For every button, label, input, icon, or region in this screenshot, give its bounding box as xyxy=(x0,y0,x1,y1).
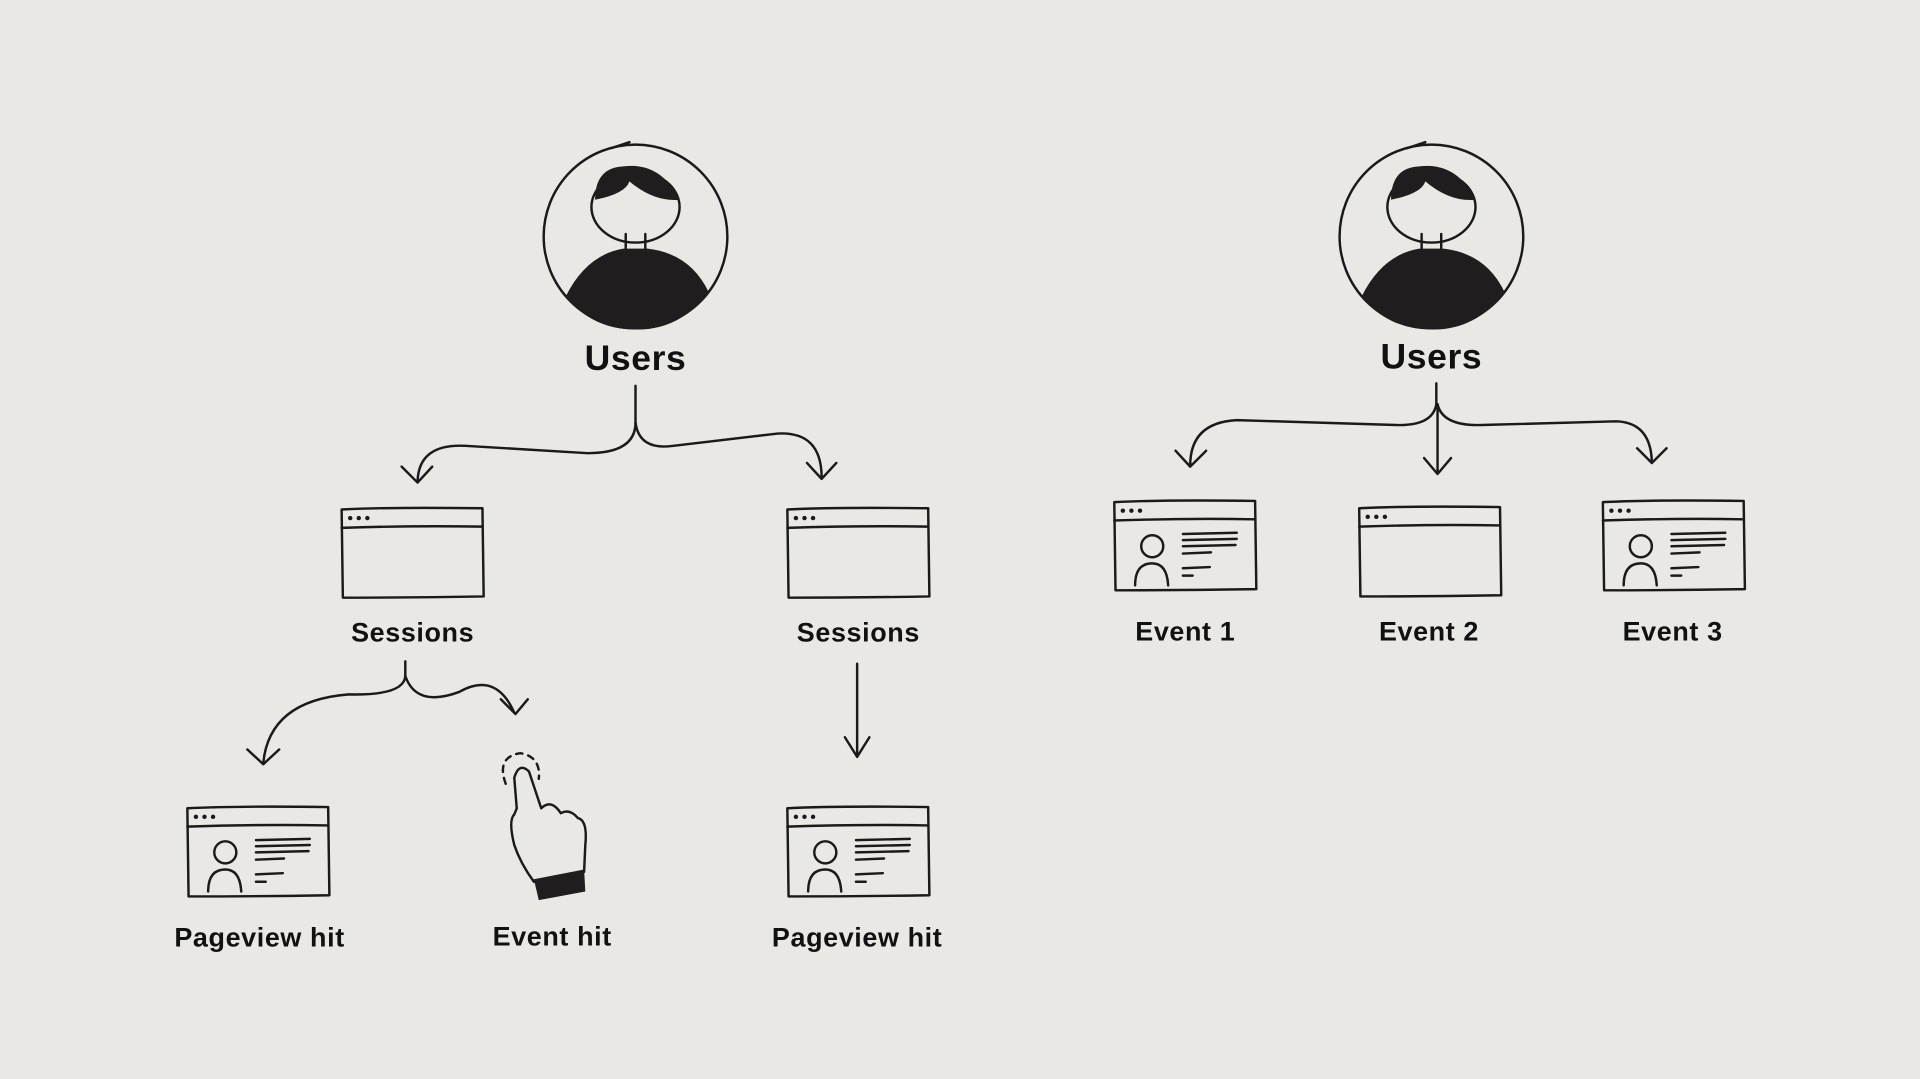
blank-window-icon xyxy=(1357,505,1503,598)
event-label: Event 2 xyxy=(1379,617,1479,647)
right-users-node: Users xyxy=(1338,140,1525,377)
left-users-node: Users xyxy=(542,140,729,378)
event-label: Event 1 xyxy=(1135,617,1235,647)
session-2-branch xyxy=(843,662,871,759)
pointing-hand-icon xyxy=(501,751,587,901)
webpage-icon xyxy=(187,807,329,897)
session-node-1: Sessions xyxy=(340,506,485,648)
event-node-3: Event 3 xyxy=(1603,501,1745,647)
right-user-branches xyxy=(1174,382,1668,476)
event-hit-node: Event hit xyxy=(493,751,612,951)
webpage-icon xyxy=(1603,501,1745,591)
session-node-2: Sessions xyxy=(786,506,931,648)
session-label: Sessions xyxy=(797,618,920,648)
pageview-hit-node-2: Pageview hit xyxy=(772,807,942,953)
blank-window-icon xyxy=(340,506,485,599)
event-node-2: Event 2 xyxy=(1357,505,1503,647)
session-label: Sessions xyxy=(351,618,474,648)
right-users-label: Users xyxy=(1381,337,1483,377)
event-node-1: Event 1 xyxy=(1114,501,1256,647)
session-1-branches xyxy=(246,660,529,766)
webpage-icon xyxy=(787,807,929,897)
left-users-label: Users xyxy=(585,338,687,378)
pageview-hit-label: Pageview hit xyxy=(772,923,942,953)
pageview-hit-label: Pageview hit xyxy=(174,923,344,953)
pageview-hit-node-1: Pageview hit xyxy=(174,807,344,953)
user-avatar-icon xyxy=(542,140,729,331)
event-hit-label: Event hit xyxy=(493,921,612,951)
blank-window-icon xyxy=(786,506,931,599)
event-label: Event 3 xyxy=(1623,617,1723,647)
left-user-branches xyxy=(400,384,838,484)
user-avatar-icon xyxy=(1338,140,1525,331)
webpage-icon xyxy=(1114,501,1256,591)
